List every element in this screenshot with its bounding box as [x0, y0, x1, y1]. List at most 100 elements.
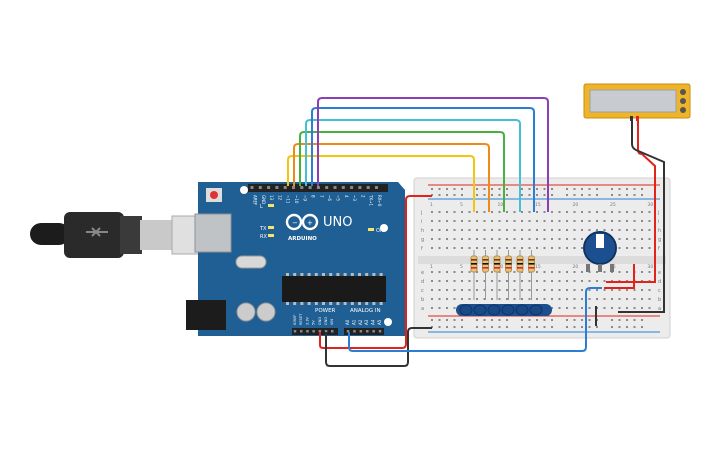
terminal-hole[interactable] [626, 238, 628, 240]
terminal-hole[interactable] [506, 289, 508, 291]
digital-pin[interactable] [250, 186, 254, 189]
terminal-hole[interactable] [633, 289, 636, 291]
digital-pin[interactable] [316, 186, 320, 189]
terminal-hole[interactable] [483, 238, 486, 240]
terminal-hole[interactable] [581, 220, 583, 222]
terminal-hole[interactable] [498, 280, 501, 282]
terminal-hole[interactable] [558, 247, 561, 249]
terminal-hole[interactable] [633, 211, 636, 213]
rail-hole[interactable] [551, 188, 553, 190]
terminal-hole[interactable] [506, 229, 508, 231]
terminal-hole[interactable] [476, 229, 478, 231]
analog-pin[interactable] [353, 330, 356, 333]
terminal-hole[interactable] [648, 247, 651, 249]
terminal-hole[interactable] [618, 229, 621, 231]
terminal-hole[interactable] [468, 271, 471, 273]
terminal-hole[interactable] [551, 229, 553, 231]
terminal-hole[interactable] [491, 211, 493, 213]
terminal-hole[interactable] [626, 220, 628, 222]
wire-black-gnd[interactable] [325, 327, 432, 367]
wire-cyan[interactable] [305, 119, 521, 212]
terminal-hole[interactable] [573, 271, 576, 273]
rail-hole[interactable] [536, 194, 538, 196]
rail-hole[interactable] [438, 194, 441, 196]
terminal-hole[interactable] [641, 211, 643, 213]
rail-hole[interactable] [461, 194, 463, 196]
terminal-hole[interactable] [491, 247, 493, 249]
rail-hole[interactable] [551, 319, 553, 321]
terminal-hole[interactable] [528, 280, 531, 282]
terminal-hole[interactable] [633, 298, 636, 300]
rail-hole[interactable] [566, 194, 568, 196]
rail-hole[interactable] [506, 319, 508, 321]
terminal-hole[interactable] [551, 211, 553, 213]
terminal-hole[interactable] [438, 247, 441, 249]
terminal-hole[interactable] [431, 211, 433, 213]
terminal-hole[interactable] [438, 271, 441, 273]
terminal-hole[interactable] [521, 289, 523, 291]
terminal-hole[interactable] [543, 211, 546, 213]
terminal-hole[interactable] [498, 247, 501, 249]
terminal-hole[interactable] [648, 298, 651, 300]
terminal-hole[interactable] [626, 298, 628, 300]
terminal-hole[interactable] [468, 280, 471, 282]
rail-hole[interactable] [641, 188, 643, 190]
terminal-hole[interactable] [596, 229, 598, 231]
terminal-hole[interactable] [648, 307, 651, 309]
power-pin[interactable] [293, 330, 297, 333]
rail-hole[interactable] [431, 319, 433, 321]
rail-hole[interactable] [431, 188, 433, 190]
power-pin[interactable] [300, 330, 303, 333]
terminal-hole[interactable] [588, 229, 591, 231]
wire-yellow[interactable] [287, 155, 475, 212]
rail-hole[interactable] [506, 326, 508, 328]
rail-hole[interactable] [491, 326, 493, 328]
terminal-hole[interactable] [566, 298, 568, 300]
terminal-hole[interactable] [596, 211, 598, 213]
rail-hole[interactable] [491, 194, 493, 196]
terminal-hole[interactable] [626, 307, 628, 309]
terminal-hole[interactable] [573, 247, 576, 249]
terminal-hole[interactable] [536, 280, 538, 282]
terminal-hole[interactable] [558, 238, 561, 240]
terminal-hole[interactable] [596, 280, 598, 282]
rail-hole[interactable] [528, 319, 531, 321]
digital-pin[interactable] [267, 186, 271, 189]
terminal-hole[interactable] [626, 271, 628, 273]
terminal-hole[interactable] [588, 211, 591, 213]
terminal-hole[interactable] [603, 271, 606, 273]
wire-blue-a0[interactable] [348, 287, 602, 352]
terminal-hole[interactable] [513, 280, 516, 282]
terminal-hole[interactable] [588, 220, 591, 222]
terminal-hole[interactable] [558, 298, 561, 300]
terminal-hole[interactable] [513, 289, 516, 291]
terminal-hole[interactable] [566, 247, 568, 249]
rail-hole[interactable] [633, 188, 636, 190]
terminal-hole[interactable] [596, 298, 598, 300]
terminal-hole[interactable] [468, 220, 471, 222]
terminal-hole[interactable] [603, 220, 606, 222]
terminal-hole[interactable] [483, 298, 486, 300]
terminal-hole[interactable] [506, 247, 508, 249]
rail-hole[interactable] [446, 326, 448, 328]
terminal-hole[interactable] [446, 307, 448, 309]
terminal-hole[interactable] [543, 238, 546, 240]
terminal-hole[interactable] [476, 211, 478, 213]
terminal-hole[interactable] [461, 229, 463, 231]
terminal-hole[interactable] [528, 289, 531, 291]
terminal-hole[interactable] [618, 271, 621, 273]
terminal-hole[interactable] [536, 238, 538, 240]
terminal-hole[interactable] [581, 247, 583, 249]
terminal-hole[interactable] [498, 211, 501, 213]
terminal-hole[interactable] [498, 220, 501, 222]
terminal-hole[interactable] [551, 220, 553, 222]
rail-hole[interactable] [461, 326, 463, 328]
rail-hole[interactable] [588, 188, 591, 190]
terminal-hole[interactable] [461, 220, 463, 222]
terminal-hole[interactable] [536, 247, 538, 249]
terminal-hole[interactable] [648, 289, 651, 291]
terminal-hole[interactable] [453, 289, 456, 291]
terminal-hole[interactable] [483, 289, 486, 291]
terminal-hole[interactable] [641, 238, 643, 240]
terminal-hole[interactable] [596, 289, 598, 291]
